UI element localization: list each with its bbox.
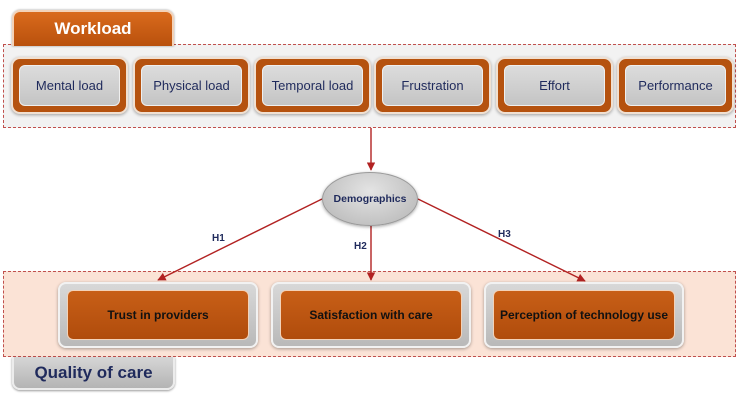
arrow-h1 <box>157 198 323 281</box>
workload-item-mental-load: Mental load <box>11 57 128 114</box>
demographics-node: Demographics <box>322 172 418 226</box>
workload-item-label: Frustration <box>382 65 483 106</box>
workload-item-label: Physical load <box>141 65 242 106</box>
workload-item-label: Performance <box>625 65 726 106</box>
hypothesis-label-h2: H2 <box>354 241 367 252</box>
workload-item-temporal-load: Temporal load <box>254 57 371 114</box>
workload-item-effort: Effort <box>496 57 613 114</box>
arrow-h3 <box>417 198 586 282</box>
workload-item-frustration: Frustration <box>374 57 491 114</box>
workload-item-physical-load: Physical load <box>133 57 250 114</box>
workload-item-performance: Performance <box>617 57 734 114</box>
workload-item-label: Temporal load <box>262 65 363 106</box>
quality-item-perception-of-technology-use: Perception of technology use <box>484 282 684 348</box>
workload-item-label: Effort <box>504 65 605 106</box>
quality-item-label: Perception of technology use <box>493 290 675 340</box>
quality-item-trust-in-providers: Trust in providers <box>58 282 258 348</box>
hypothesis-label-h1: H1 <box>212 233 225 244</box>
quality-item-label: Trust in providers <box>67 290 249 340</box>
quality-of-care-title: Quality of care <box>12 357 175 390</box>
quality-item-label: Satisfaction with care <box>280 290 462 340</box>
workload-title: Workload <box>12 10 174 46</box>
quality-item-satisfaction-with-care: Satisfaction with care <box>271 282 471 348</box>
hypothesis-label-h3: H3 <box>498 229 511 240</box>
workload-item-label: Mental load <box>19 65 120 106</box>
